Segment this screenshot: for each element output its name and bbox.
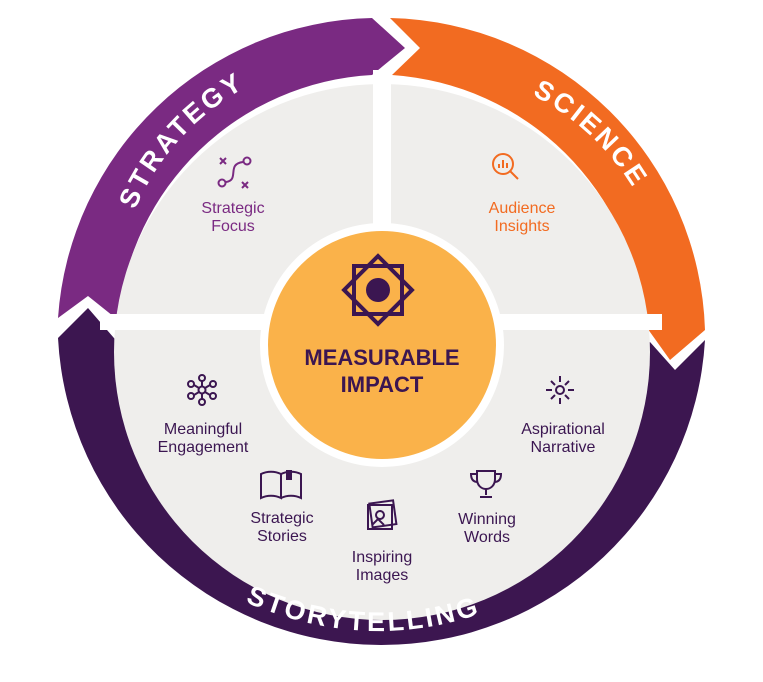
- strategic-stories-line2: Stories: [257, 528, 307, 545]
- center-title-line1: MEASURABLE: [304, 345, 459, 370]
- divider-vertical-top: [373, 70, 391, 240]
- center-title-line2: IMPACT: [341, 372, 424, 397]
- network-icon: [187, 374, 217, 406]
- science-arc: [390, 18, 705, 360]
- divider-horizontal-right: [492, 314, 662, 330]
- audience-insights-line1: Audience: [489, 200, 556, 217]
- divider-horizontal-left: [100, 314, 270, 330]
- winning-words-line2: Words: [464, 529, 510, 546]
- meaningful-engagement-line2: Engagement: [158, 439, 249, 456]
- center-circle: [260, 223, 504, 467]
- inspiring-images-line1: Inspiring: [352, 549, 412, 566]
- audience-insights-line2: Insights: [494, 218, 549, 235]
- inspiring-images-line2: Images: [356, 567, 408, 584]
- aspirational-narrative-line2: Narrative: [531, 439, 596, 456]
- route-icon: [217, 156, 252, 189]
- trophy-icon: [469, 470, 503, 498]
- meaningful-engagement-line1: Meaningful: [164, 421, 242, 438]
- sun-seal-icon: [341, 253, 415, 327]
- strategy-arc: [58, 18, 405, 320]
- strategic-stories-line1: Strategic: [250, 510, 313, 527]
- aspirational-narrative-line1: Aspirational: [521, 421, 605, 438]
- magnifier-chart-icon: [492, 153, 519, 180]
- sparkle-icon: [546, 376, 574, 404]
- image-stack-icon: [367, 499, 398, 530]
- book-icon: [260, 470, 302, 500]
- strategic-focus-line2: Focus: [211, 218, 255, 235]
- winning-words-line1: Winning: [458, 511, 516, 528]
- strategic-focus-line1: Strategic: [201, 200, 264, 217]
